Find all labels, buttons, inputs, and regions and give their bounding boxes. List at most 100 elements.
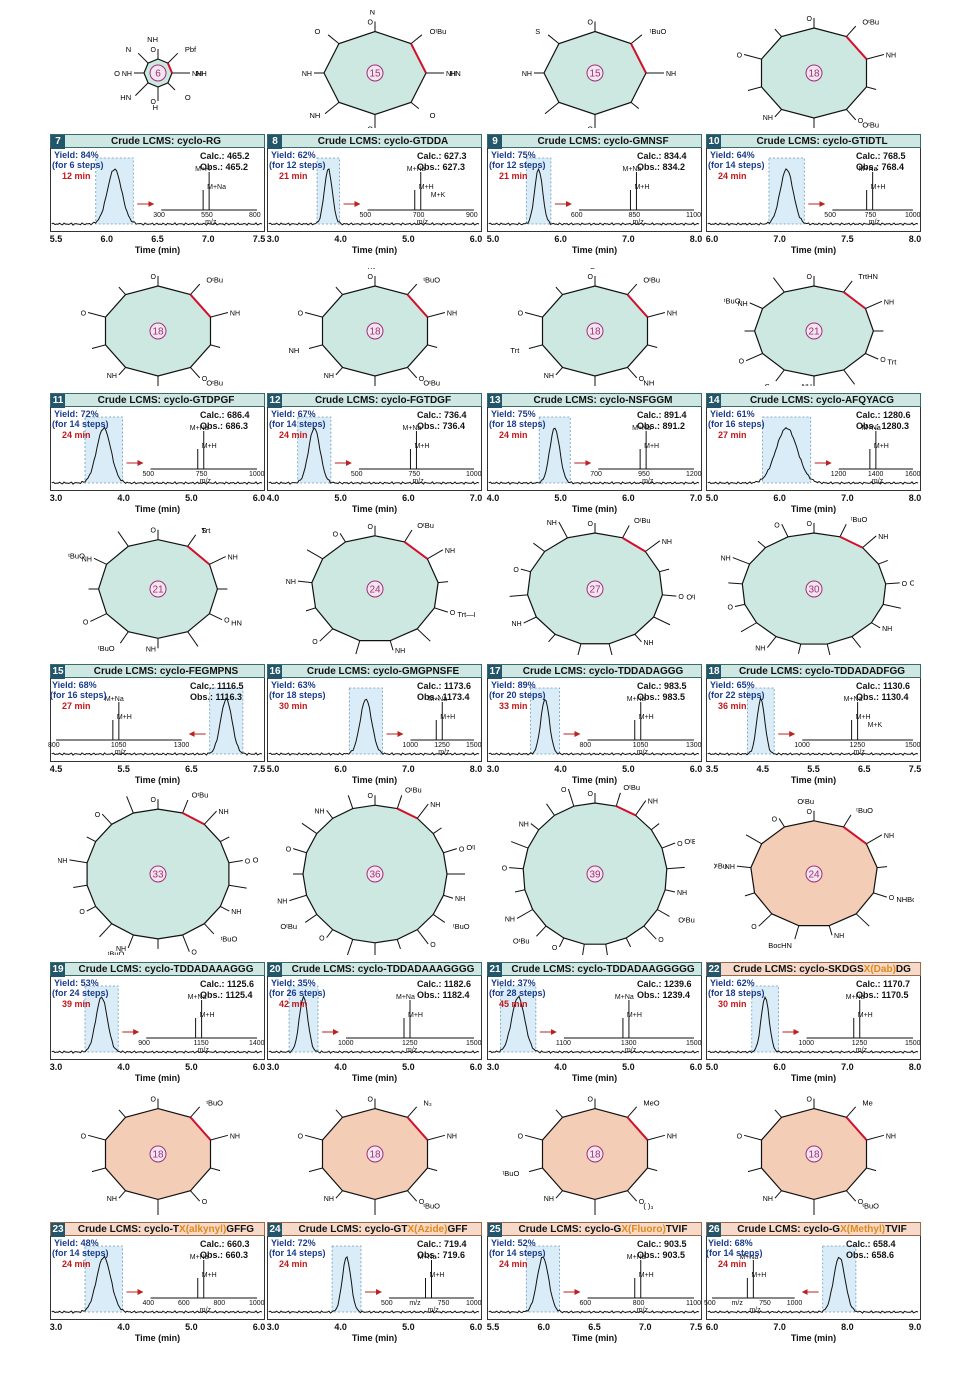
ring-size-badge (586, 1145, 604, 1163)
ms-tick-label: 1400 (867, 471, 884, 478)
protecting-group-label: OᵗBu (623, 785, 640, 792)
atom-label: NH (277, 899, 287, 906)
panel-title: Crude LCMS: cyclo-FGTDGF (314, 395, 452, 406)
chromatogram-trace (488, 1245, 700, 1314)
synthesis-time: 24 min (279, 1259, 308, 1269)
side-chain-bond (443, 848, 457, 854)
side-chain-bond (758, 913, 773, 927)
time-tick: 6.0 (469, 1062, 483, 1072)
ring-size-badge (805, 865, 823, 883)
ms-tick-label: 850 (628, 212, 641, 219)
side-chain-bond (118, 1109, 126, 1118)
atom-label: NH (219, 809, 229, 816)
protecting-group-label: OᵗBu (280, 922, 297, 931)
atom-label: O (880, 357, 886, 364)
calc-mass: Calc.: 1239.6 (637, 979, 692, 989)
side-chain-bond (846, 25, 857, 37)
side-chain-bond (778, 818, 785, 828)
time-tick: 6.0 (469, 1322, 483, 1332)
protecting-group-label: NH (196, 69, 207, 78)
chromatogram-trace (268, 985, 480, 1054)
time-tick: 6.0 (252, 1062, 266, 1072)
steps-text: (for 12 steps) (269, 160, 326, 170)
atom-label: O (658, 937, 664, 944)
ms-tick-label: 1500 (905, 1040, 921, 1047)
protecting-group-label: HN (231, 618, 242, 627)
mz-axis-label: m/z (868, 219, 880, 226)
title-suffix: TVIF (665, 1224, 688, 1235)
compound-number: 7 (51, 135, 65, 149)
time-tick: 4.0 (117, 493, 130, 503)
side-chain-bond (404, 529, 413, 543)
atom-label: O (807, 809, 813, 816)
panel-title: Crude LCMS: cyclo-GX(Fluoro)TVIF (504, 1223, 702, 1237)
yield-text: Yield: 64% (710, 150, 755, 160)
side-chain-bond (416, 628, 431, 642)
atom-label: O (368, 127, 374, 129)
time-axis-label: Time (min) (571, 245, 618, 255)
side-chain-bond (555, 286, 563, 295)
time-tick: 7.5 (841, 234, 854, 244)
ms-tick-label: 800 (579, 742, 592, 749)
atom-label: NH (725, 864, 735, 871)
compound-number: 15 (51, 665, 65, 679)
ring-size-label: 15 (589, 69, 601, 80)
synthesis-time: 24 min (718, 171, 747, 181)
ms-ion-label: M+H (201, 1272, 217, 1279)
atom-label: O (739, 359, 745, 366)
time-tick: 5.5 (117, 764, 130, 774)
atom-label: NH (446, 71, 456, 78)
calc-mass: Calc.: 736.4 (417, 410, 467, 420)
atom-label: O (807, 274, 813, 281)
side-chain-bond (355, 640, 361, 655)
side-chain-bond (530, 823, 540, 831)
panel-title: Crude LCMS: cyclo-AFQYACG (749, 395, 895, 406)
protecting-group-label: OᵗBu (634, 516, 651, 525)
synthesis-time: 33 min (499, 701, 528, 711)
time-axis-label: Time (min) (351, 1073, 398, 1083)
side-chain-bond (416, 803, 429, 819)
side-chain-bond (210, 344, 221, 348)
atom-label: O (588, 274, 594, 281)
lc-trace-line (488, 167, 700, 226)
atom-label: O (561, 787, 567, 794)
lc-trace-line (707, 696, 919, 756)
atom-label: O (588, 1097, 594, 1104)
side-chain-bond (666, 866, 685, 870)
chromatogram-frame (706, 407, 921, 491)
atom-label: NH (667, 310, 677, 317)
chromatogram-frame (706, 1236, 921, 1320)
panel-title: Crude LCMS: cyclo-TX(alkynyl)GFFG (67, 1223, 265, 1237)
compound-number: 17 (488, 665, 502, 679)
ring-size-badge (366, 64, 384, 82)
side-chain-bond (511, 841, 529, 849)
formed-amide-bond (189, 1116, 212, 1141)
ms-tick-label: 1000 (905, 212, 921, 219)
side-chain-bond (555, 367, 563, 376)
synthesis-time: 24 min (62, 430, 91, 440)
atom-label: NH (755, 646, 765, 653)
side-chain-bond (86, 836, 96, 842)
side-chain-bond (346, 939, 354, 955)
protecting-group-label: O (314, 27, 320, 36)
lc-trace-line (488, 1256, 700, 1314)
synthesis-time: 12 min (62, 171, 91, 181)
side-chain-bond (657, 909, 670, 917)
ms-ion-label: M+Na (428, 696, 448, 703)
chromatogram-frame (267, 678, 482, 762)
atom-label: O (450, 610, 456, 617)
obs-mass: Obs.: 983.5 (637, 692, 686, 702)
lc-trace-line (51, 996, 263, 1054)
ms-ion-label: M+Na (614, 994, 634, 1001)
lc-trace-line (268, 698, 480, 756)
atom-label: O (419, 376, 425, 383)
panel-title: Crude LCMS: cyclo-RG (110, 136, 221, 147)
side-chain-bond (427, 1134, 446, 1141)
side-chain-bond (427, 1167, 438, 1172)
time-axis-label: Time (min) (351, 504, 398, 514)
atom-label: O (513, 567, 519, 574)
calc-mass: Calc.: 1170.7 (856, 979, 911, 989)
mz-axis-label: m/z (199, 1307, 212, 1314)
